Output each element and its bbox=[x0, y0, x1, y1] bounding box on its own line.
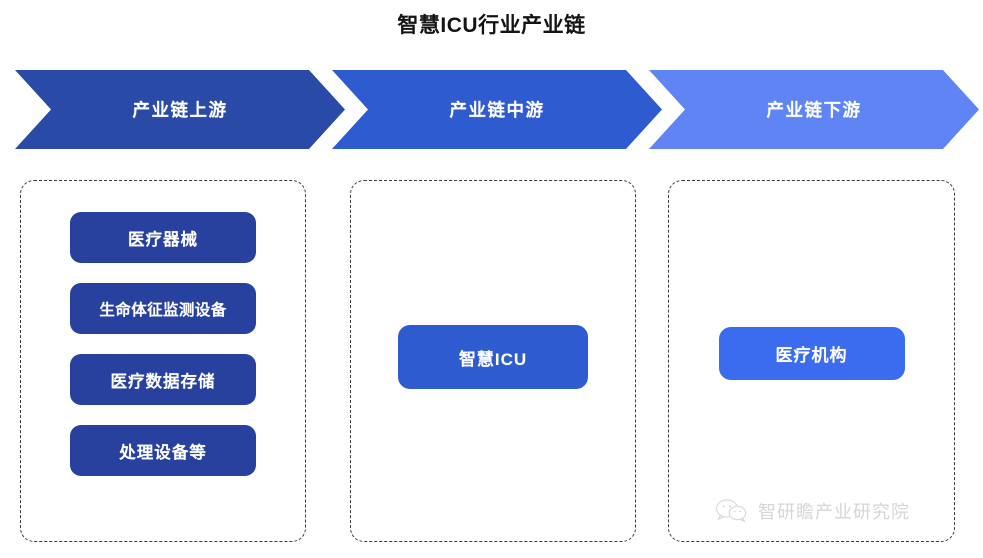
column-upstream: 医疗器械 生命体征监测设备 医疗数据存储 处理设备等 bbox=[20, 180, 306, 542]
column-midstream-items: 智慧ICU bbox=[351, 181, 635, 541]
watermark-label: 智研瞻产业研究院 bbox=[758, 502, 910, 522]
chevron-band: 产业链上游 产业链中游 产业链下游 bbox=[0, 70, 983, 149]
pill-midstream-1[interactable]: 智慧ICU bbox=[398, 325, 588, 389]
column-downstream: 医疗机构 bbox=[668, 180, 955, 542]
watermark: 智研瞻产业研究院 bbox=[715, 498, 910, 524]
chevron-downstream[interactable]: 产业链下游 bbox=[649, 70, 979, 149]
pill-upstream-1[interactable]: 医疗器械 bbox=[70, 212, 256, 263]
pill-upstream-4[interactable]: 处理设备等 bbox=[70, 425, 256, 476]
column-upstream-items: 医疗器械 生命体征监测设备 医疗数据存储 处理设备等 bbox=[21, 181, 305, 541]
pill-upstream-2[interactable]: 生命体征监测设备 bbox=[70, 283, 256, 334]
page-title: 智慧ICU行业产业链 bbox=[397, 14, 586, 37]
pill-upstream-3[interactable]: 医疗数据存储 bbox=[70, 354, 256, 405]
pill-downstream-1[interactable]: 医疗机构 bbox=[718, 327, 905, 380]
chevron-upstream-label: 产业链上游 bbox=[132, 100, 228, 120]
chevron-midstream-label: 产业链中游 bbox=[449, 100, 545, 120]
chevron-midstream[interactable]: 产业链中游 bbox=[332, 70, 662, 149]
column-downstream-items: 医疗机构 bbox=[669, 181, 954, 541]
column-midstream: 智慧ICU bbox=[350, 180, 636, 542]
chevron-downstream-label: 产业链下游 bbox=[766, 100, 862, 120]
chevron-upstream[interactable]: 产业链上游 bbox=[15, 70, 345, 149]
wechat-icon bbox=[715, 498, 749, 524]
